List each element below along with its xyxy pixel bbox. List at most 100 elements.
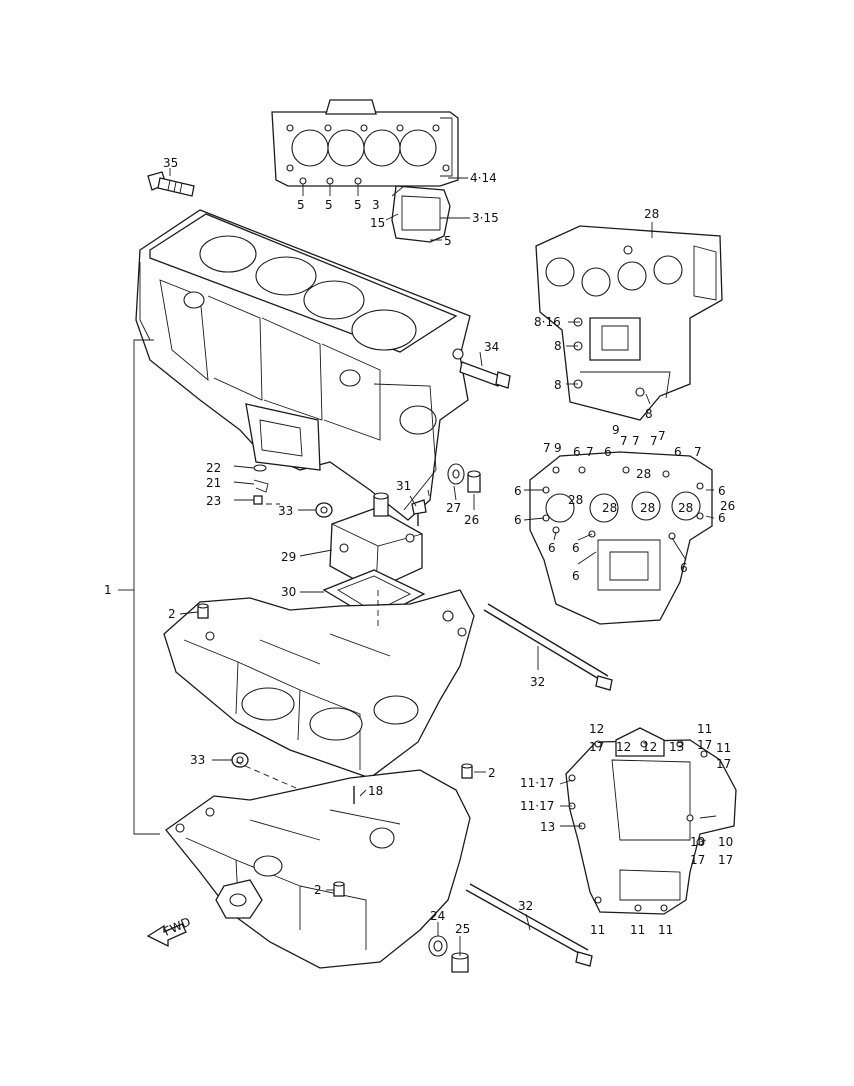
label-17d: 17	[718, 853, 733, 867]
label-10a: 10	[718, 835, 733, 849]
label-5c: 5	[354, 198, 362, 212]
label-2b: 2	[488, 766, 496, 780]
label-12a: 12	[589, 722, 604, 736]
label-25: 25	[455, 922, 470, 936]
washer-27	[447, 463, 465, 485]
washer-22	[253, 464, 267, 472]
part-labels: 35 4·14 5 5 5 3 15 3·15 5 28 8·16 8 8 8 …	[104, 156, 735, 937]
label-29: 29	[281, 550, 296, 564]
label-9b: 9	[554, 441, 562, 455]
label-18: 18	[368, 784, 383, 798]
label-34: 34	[484, 340, 499, 354]
lower-crankcase	[165, 769, 471, 969]
alignment-lines	[235, 489, 431, 789]
label-6a: 6	[573, 445, 581, 459]
label-28f: 28	[678, 501, 693, 515]
label-9a: 9	[612, 423, 620, 437]
label-3: 3	[372, 198, 380, 212]
label-12b: 12	[616, 740, 631, 754]
label-17c: 17	[716, 757, 731, 771]
label-5a: 5	[297, 198, 305, 212]
label-17e: 17	[690, 853, 705, 867]
label-6e: 6	[718, 484, 726, 498]
label-28c: 28	[568, 493, 583, 507]
label-7a: 7	[543, 441, 551, 455]
label-6f: 6	[514, 513, 522, 527]
label-28e: 28	[640, 501, 655, 515]
label-6k: 6	[680, 561, 688, 575]
middle-crankcase	[163, 589, 475, 779]
leader-lines	[179, 177, 717, 956]
label-26b: 26	[464, 513, 479, 527]
gasket-part-3-15	[391, 185, 451, 243]
label-8a: 8	[554, 339, 562, 353]
bolt-31	[411, 499, 427, 526]
label-6i: 6	[572, 541, 580, 555]
label-12c: 12	[642, 740, 657, 754]
label-8b: 8	[554, 378, 562, 392]
label-22: 22	[206, 461, 221, 475]
label-8c: 8	[645, 407, 653, 421]
label-7c: 7	[620, 434, 628, 448]
label-21: 21	[206, 476, 221, 490]
label-24: 24	[430, 909, 445, 923]
stud-bolt-32b	[465, 883, 593, 967]
label-8-16: 8·16	[534, 315, 561, 329]
label-30: 30	[281, 585, 296, 599]
label-7e: 7	[650, 434, 658, 448]
inset-middle-case-bolts	[529, 451, 713, 625]
grommet-33b	[231, 752, 249, 768]
label-33b: 33	[190, 753, 205, 767]
label-11c: 11	[590, 923, 605, 937]
label-17b: 17	[697, 738, 712, 752]
label-6c: 6	[674, 445, 682, 459]
label-6d: 6	[514, 484, 522, 498]
washer-24	[428, 935, 448, 957]
label-7d: 7	[632, 434, 640, 448]
label-7g: 7	[694, 445, 702, 459]
label-6h: 6	[548, 541, 556, 555]
pin-23	[253, 495, 263, 505]
label-28d: 28	[602, 501, 617, 515]
label-11e: 11	[658, 923, 673, 937]
label-11-17a: 11·17	[520, 776, 554, 790]
label-6g: 6	[718, 511, 726, 525]
label-13b: 13	[540, 820, 555, 834]
label-3-15: 3·15	[472, 211, 499, 225]
label-28a: 28	[644, 207, 659, 221]
label-27: 27	[446, 501, 461, 515]
label-5d: 5	[444, 234, 452, 248]
assembly-bracket-1	[118, 339, 160, 835]
upper-crankcase-cylinder-block	[135, 209, 471, 521]
inset-upper-block-bolts	[535, 225, 723, 421]
label-33a: 33	[278, 504, 293, 518]
gasket-part-4-14	[271, 99, 459, 187]
label-1: 1	[104, 583, 112, 597]
label-6b: 6	[604, 445, 612, 459]
label-13a: 13	[669, 740, 684, 754]
fwd-arrow-icon: FWD	[146, 915, 193, 948]
dowel-2a	[197, 603, 209, 619]
label-6j: 6	[572, 569, 580, 583]
label-2a: 2	[168, 607, 176, 621]
label-11-17b: 11·17	[520, 799, 554, 813]
dowel-2b	[461, 763, 473, 779]
label-23: 23	[206, 494, 221, 508]
label-5b: 5	[325, 198, 333, 212]
bolt-35	[147, 168, 195, 197]
breather-cover-29	[329, 492, 423, 591]
stud-bolt-32a	[483, 603, 613, 691]
label-11a: 11	[697, 722, 712, 736]
label-11d: 11	[630, 923, 645, 937]
label-11b: 11	[716, 741, 731, 755]
dowel-pins-5	[299, 177, 362, 196]
label-2c: 2	[314, 883, 322, 897]
clip-21	[253, 479, 269, 493]
label-10b: 10	[690, 835, 705, 849]
label-26a: 26	[720, 499, 735, 513]
label-7f: 7	[658, 429, 666, 443]
label-28b: 28	[636, 467, 651, 481]
label-15: 15	[370, 216, 385, 230]
plug-26	[467, 470, 481, 493]
label-4-14: 4·14	[470, 171, 497, 185]
